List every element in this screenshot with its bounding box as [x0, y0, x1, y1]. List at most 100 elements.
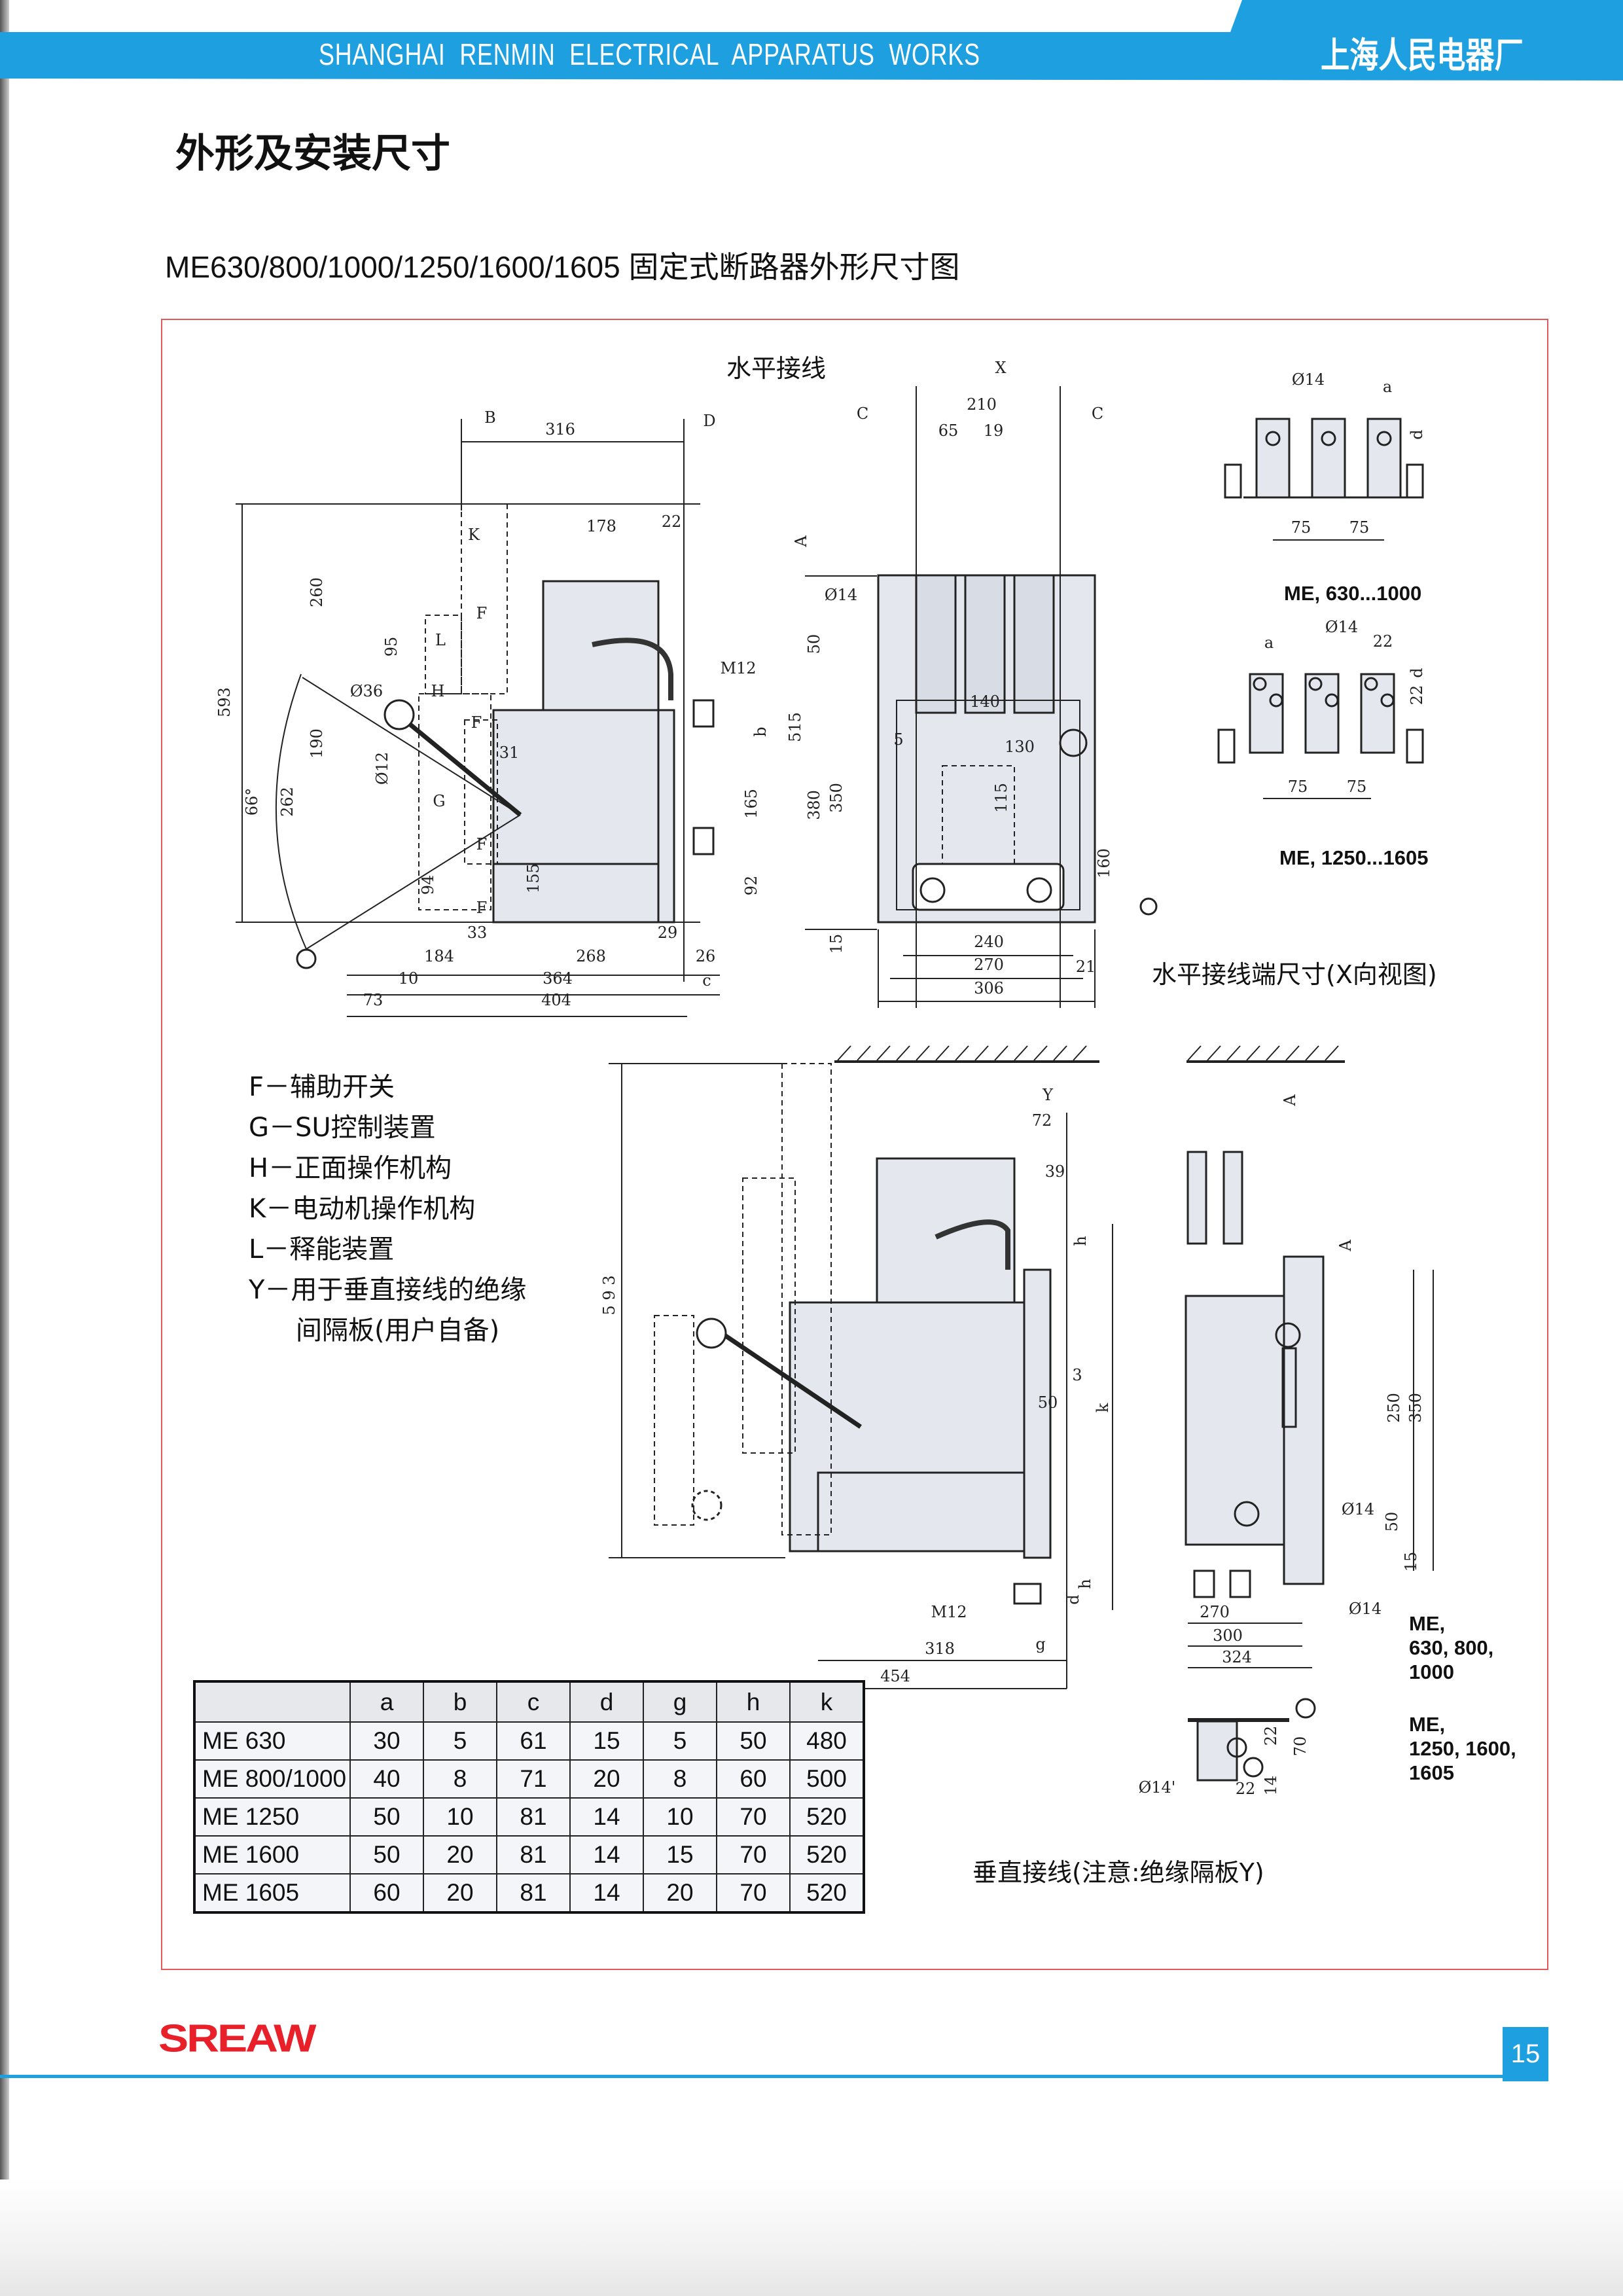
dimension-label: G: [433, 792, 445, 810]
value-cell: 60: [716, 1759, 791, 1799]
vertical-wiring-drawing: [609, 1045, 1113, 1689]
dimension-label: K: [468, 526, 480, 544]
model-cell: ME 1605: [194, 1873, 351, 1913]
dimension-label: C: [1092, 404, 1103, 423]
dimension-label: 270: [1200, 1603, 1230, 1621]
dimension-label: Ø36: [350, 682, 383, 700]
dimension-label: b: [751, 726, 770, 736]
value-cell: 14: [569, 1873, 644, 1913]
value-cell: 480: [789, 1721, 865, 1761]
table-header: g: [643, 1681, 717, 1723]
dimension-label: h: [1071, 1236, 1090, 1246]
side-view-drawing: [236, 419, 720, 1017]
dimension-label: A: [1336, 1240, 1355, 1252]
dimension-label: d: [1408, 668, 1426, 677]
model-cell: ME 630: [194, 1721, 351, 1761]
value-cell: 520: [789, 1835, 865, 1874]
dimension-label: 130: [1005, 738, 1035, 756]
dimension-label: 160: [1095, 848, 1113, 878]
value-cell: 81: [496, 1835, 571, 1874]
value-cell: 5: [423, 1721, 497, 1761]
dimension-label: 260: [308, 577, 326, 607]
dimension-label: a: [1264, 634, 1274, 652]
table-header-row: a b c d g h k: [194, 1681, 865, 1723]
value-cell: 71: [496, 1759, 571, 1799]
dimension-label: A: [792, 535, 810, 548]
vertical-side-drawing: [1185, 1045, 1434, 1668]
value-cell: 50: [349, 1835, 424, 1874]
dimension-label: 5: [893, 730, 903, 749]
dimension-label: 306: [974, 979, 1004, 997]
dimension-label: 316: [545, 420, 575, 439]
value-cell: 20: [569, 1759, 644, 1799]
value-cell: 81: [496, 1873, 571, 1913]
dimension-label: Y: [1042, 1086, 1054, 1104]
dimension-label: M12: [720, 659, 756, 677]
dimension-label: A: [1281, 1094, 1299, 1107]
dimension-label: F: [476, 604, 488, 622]
dimension-label: 39: [1045, 1162, 1065, 1181]
note-line: 1605: [1409, 1761, 1454, 1784]
component-legend: F－辅助开关 G－SU控制装置 H－正面操作机构 K－电动机操作机构 L－释能装…: [249, 1067, 526, 1351]
value-cell: 30: [349, 1721, 424, 1761]
dimension-label: 70: [1291, 1736, 1310, 1757]
dimension-label: 75: [1291, 518, 1311, 537]
value-cell: 10: [423, 1797, 497, 1837]
dimension-label: 270: [974, 956, 1004, 974]
dimension-label: Ø14: [825, 586, 857, 604]
dimension-label: 75: [1288, 778, 1308, 796]
dimension-label: 318: [925, 1640, 955, 1658]
dimension-label: 72: [1032, 1111, 1052, 1130]
terminal-view-1250-1605: [1217, 673, 1424, 799]
dimension-label: 184: [424, 947, 454, 965]
value-cell: 10: [643, 1797, 717, 1837]
vertical-wiring-caption: 垂直接线(注意:绝缘隔板Y): [972, 1858, 1264, 1887]
model-cell: ME 1250: [194, 1797, 351, 1837]
page-title: 外形及安装尺寸: [175, 131, 450, 177]
dimension-label: B: [484, 408, 496, 427]
dimension-label: 350: [1406, 1393, 1425, 1423]
value-cell: 70: [716, 1873, 791, 1913]
dimension-label: 3: [1072, 1366, 1082, 1384]
dimension-label: 14: [1262, 1776, 1280, 1796]
dimension-label: 380: [805, 790, 823, 820]
dimension-label: 454: [880, 1667, 910, 1685]
value-cell: 70: [716, 1797, 791, 1837]
legend-item-h: H－正面操作机构: [249, 1153, 452, 1183]
model-caption-1250-1605: ME, 1250...1605: [1279, 846, 1429, 869]
note-line: 1000: [1409, 1660, 1454, 1683]
dimension-label: 75: [1349, 518, 1370, 537]
dimension-label: 19: [984, 422, 1004, 440]
vertical-detail-drawing: [1188, 1698, 1316, 1782]
dimension-label: H: [431, 682, 445, 700]
dimension-label: 50: [805, 634, 823, 655]
company-name-cn: 上海人民电器厂: [1321, 35, 1524, 76]
value-cell: 520: [789, 1873, 865, 1913]
dimension-label: L: [435, 631, 446, 649]
table-header: k: [789, 1681, 865, 1723]
dimension-label: 268: [576, 947, 606, 965]
value-cell: 50: [349, 1797, 424, 1837]
dimension-label: 31: [499, 744, 520, 762]
legend-item-l: L－释能装置: [249, 1234, 395, 1265]
dimension-label: 22: [1236, 1780, 1256, 1798]
value-cell: 14: [569, 1797, 644, 1837]
note-line: ME,: [1409, 1612, 1446, 1635]
footer-rule: [0, 2075, 1503, 2078]
dimension-label: 140: [970, 692, 1000, 711]
dimension-label: 300: [1213, 1626, 1243, 1645]
dimension-label: 165: [742, 789, 760, 819]
legend-item-y-cont: 间隔板(用户自备): [296, 1316, 500, 1346]
page-number: 15: [1503, 2027, 1548, 2081]
horizontal-wiring-caption: 水平接线: [726, 354, 827, 383]
dimension-label: 26: [696, 947, 716, 965]
dimension-label: 515: [786, 712, 804, 742]
dimension-label: Ø14: [1325, 618, 1358, 636]
dimension-label: Ø12: [373, 752, 391, 785]
dimension-label: F: [476, 899, 488, 917]
dimension-label: a: [1383, 378, 1392, 396]
vertical-model-note-630-1000: ME, 630, 800, 1000: [1409, 1611, 1493, 1684]
table-header: [194, 1681, 351, 1723]
dimension-label: F: [476, 835, 488, 853]
